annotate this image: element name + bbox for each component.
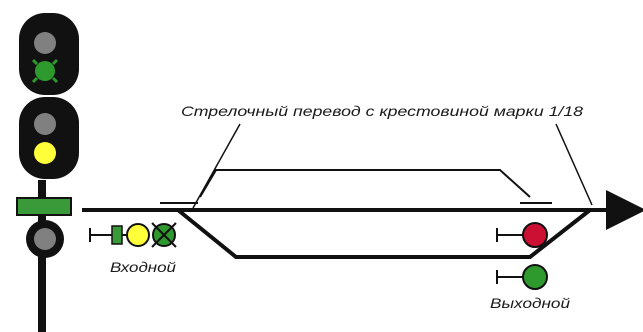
lamp-green-flashing: [35, 61, 55, 81]
entry-signal-symbol: [89, 222, 177, 248]
leader-line-left: [192, 123, 241, 209]
entry-lamp-yellow: [126, 223, 150, 247]
exit-signal-green: [496, 264, 548, 290]
exit-lamp-red: [522, 222, 548, 248]
entry-signal-label: Входной: [110, 259, 176, 275]
siding-track-lower: [176, 208, 592, 259]
lamp-off-bottom: [34, 228, 56, 250]
flash-cross-icon: [151, 222, 177, 248]
leader-line-right: [555, 123, 593, 206]
siding-track-upper: [199, 169, 531, 198]
annotation-text: Стрелочный перевод с крестовиной марки 1…: [181, 103, 583, 119]
route-indicator-plate: [16, 197, 72, 216]
lamp-off-middle: [34, 113, 56, 135]
exit-signal-label: Выходной: [490, 295, 570, 311]
lamp-yellow: [34, 142, 56, 164]
signal-head-upper: [19, 13, 79, 95]
signal-head-bottom: [26, 220, 64, 258]
exit-signal-red: [496, 222, 548, 248]
lamp-off-top: [34, 32, 56, 54]
entry-route-plate: [111, 225, 123, 245]
signal-head-lower: [19, 97, 79, 179]
flash-rays-icon: [31, 58, 59, 84]
exit-lamp-green: [522, 264, 548, 290]
